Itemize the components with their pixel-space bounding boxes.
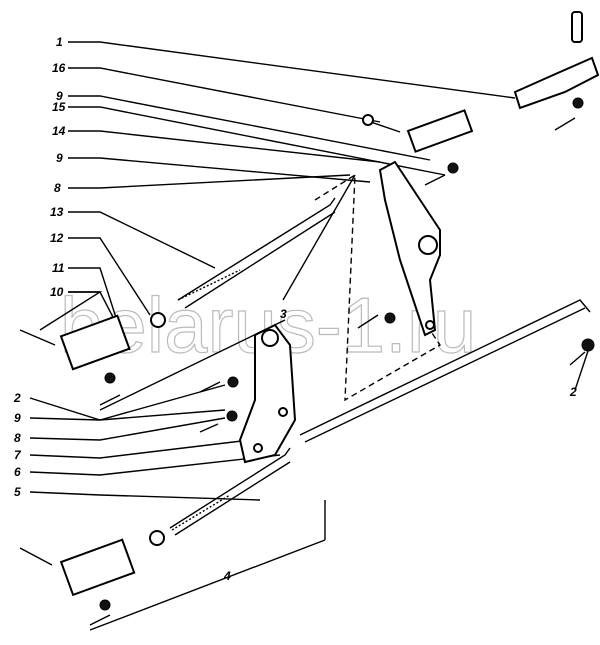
- rod-lower: [299, 299, 595, 443]
- callout-12: 12: [50, 231, 64, 245]
- callout-9: 9: [56, 89, 63, 103]
- callout-4: 4: [223, 569, 231, 583]
- callout-14: 14: [52, 124, 66, 138]
- threaded-rod-lower: [149, 447, 291, 546]
- callout-8: 8: [54, 181, 61, 195]
- callout-1: 1: [56, 35, 63, 49]
- callout-11: 11: [52, 261, 65, 275]
- callout-9: 9: [14, 411, 21, 425]
- callout-16: 16: [52, 61, 66, 75]
- callout-3: 3: [280, 307, 287, 321]
- callout-9: 9: [56, 151, 63, 165]
- fork-assembly-top: [362, 11, 600, 186]
- callout-2: 2: [569, 385, 577, 399]
- callout-8: 8: [14, 431, 21, 445]
- callout-2: 2: [13, 391, 21, 405]
- dashed-guide: [314, 173, 441, 402]
- lever-plate: [199, 323, 297, 464]
- threaded-rod-upper: [150, 197, 336, 328]
- callout-13: 13: [50, 205, 64, 219]
- callout-15: 15: [52, 100, 66, 114]
- callout-7: 7: [14, 448, 22, 462]
- clevis-left: [19, 314, 131, 406]
- callout-labels: 1 16 9 15 14 9 8 13 12 11 10 2 9 8 7 6 5…: [13, 35, 577, 583]
- bellcrank-lever: [357, 160, 441, 337]
- callout-5: 5: [14, 485, 21, 499]
- callout-10: 10: [50, 285, 64, 299]
- leader-lines: [29, 41, 591, 631]
- clevis-bottom: [19, 538, 136, 626]
- callout-6: 6: [14, 465, 21, 479]
